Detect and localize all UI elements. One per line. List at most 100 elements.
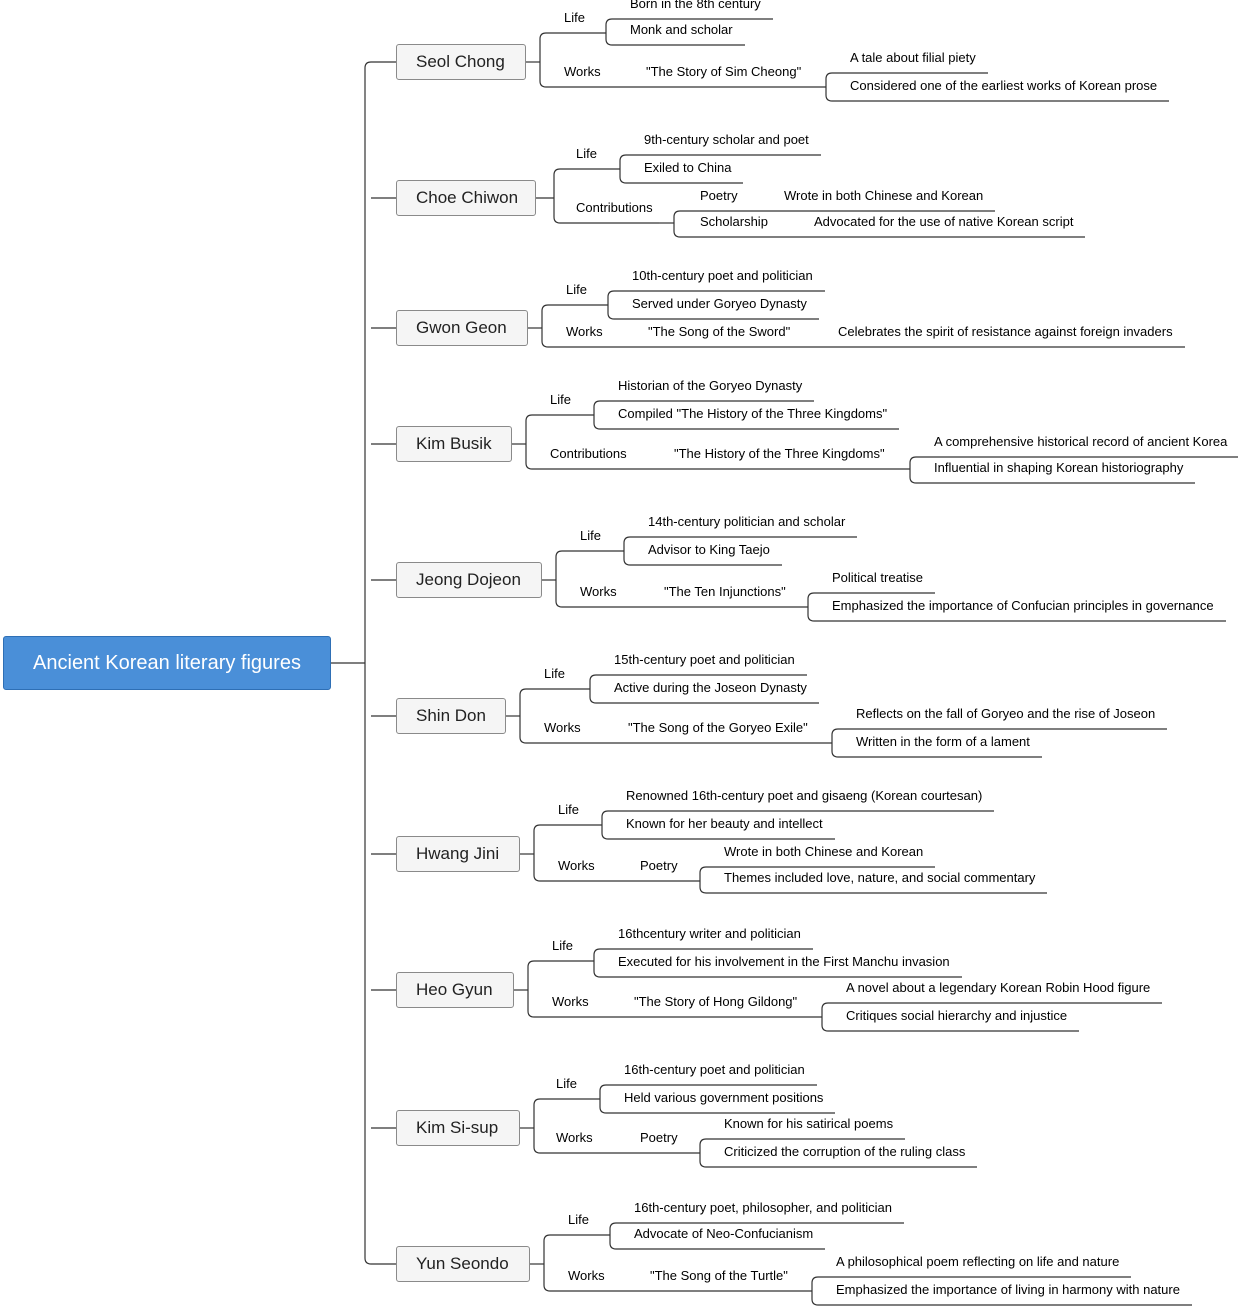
connector: [543, 1234, 551, 1292]
leaf-label[interactable]: 9th-century scholar and poet: [644, 132, 809, 147]
sub-branch-label[interactable]: "The Song of the Goryeo Exile": [628, 720, 808, 735]
leaf-label[interactable]: Served under Goryeo Dynasty: [632, 296, 807, 311]
leaf-label[interactable]: Known for his satirical poems: [724, 1116, 894, 1131]
root-topic[interactable]: Ancient Korean literary figures: [3, 636, 331, 690]
leaf-label[interactable]: 16th-century poet, philosopher, and poli…: [634, 1200, 893, 1215]
connector: [605, 18, 613, 46]
sub-branch-label[interactable]: Poetry: [640, 1130, 678, 1145]
leaf-label[interactable]: Influential in shaping Korean historiogr…: [934, 460, 1184, 475]
leaf-label[interactable]: Monk and scholar: [630, 22, 733, 37]
leaf-label[interactable]: Active during the Joseon Dynasty: [614, 680, 807, 695]
leaf-label[interactable]: Executed for his involvement in the Firs…: [618, 954, 950, 969]
branch-label-works[interactable]: Works: [564, 64, 601, 79]
connector: [593, 400, 601, 430]
figure-node[interactable]: Kim Si-sup: [396, 1110, 520, 1146]
sub-branch-label[interactable]: "The Story of Hong Gildong": [634, 994, 798, 1009]
figure-node[interactable]: Jeong Dojeon: [396, 562, 542, 598]
figure-node[interactable]: Choe Chiwon: [396, 180, 536, 216]
leaf-label[interactable]: Political treatise: [832, 570, 924, 585]
leaf-label[interactable]: Criticized the corruption of the ruling …: [724, 1144, 966, 1159]
branch-label-contributions[interactable]: Contributions: [550, 446, 627, 461]
leaf-label[interactable]: 16thcentury writer and politician: [618, 926, 801, 941]
connector: [364, 61, 372, 1265]
branch-label-life[interactable]: Life: [550, 392, 571, 407]
leaf-label[interactable]: Advocated for the use of native Korean s…: [814, 214, 1074, 229]
branch-label-life[interactable]: Life: [580, 528, 601, 543]
branch-label-works[interactable]: Works: [580, 584, 617, 599]
branch-label-life[interactable]: Life: [544, 666, 565, 681]
leaf-label[interactable]: Known for her beauty and intellect: [626, 816, 823, 831]
leaf-label[interactable]: A tale about filial piety: [850, 50, 976, 65]
connector: [825, 72, 833, 102]
connector: [519, 688, 527, 744]
leaf-label[interactable]: Themes included love, nature, and social…: [724, 870, 1036, 885]
connector: [607, 290, 615, 320]
leaf-label[interactable]: 16th-century poet and politician: [624, 1062, 805, 1077]
leaf-label[interactable]: 14th-century politician and scholar: [648, 514, 846, 529]
connector: [541, 304, 549, 348]
sub-branch-label[interactable]: "The Ten Injunctions": [664, 584, 786, 599]
sub-branch-label[interactable]: "The Story of Sim Cheong": [646, 64, 802, 79]
leaf-label[interactable]: Historian of the Goryeo Dynasty: [618, 378, 803, 393]
sub-branch-label[interactable]: Scholarship: [700, 214, 768, 229]
branch-label-life[interactable]: Life: [552, 938, 573, 953]
leaf-label[interactable]: Wrote in both Chinese and Korean: [784, 188, 984, 203]
leaf-label[interactable]: 15th-century poet and politician: [614, 652, 795, 667]
leaf-label[interactable]: Considered one of the earliest works of …: [850, 78, 1158, 93]
sub-branch-label[interactable]: Poetry: [640, 858, 678, 873]
connector: [525, 414, 533, 470]
leaf-label[interactable]: Celebrates the spirit of resistance agai…: [838, 324, 1173, 339]
connector: [533, 1098, 541, 1154]
leaf-label[interactable]: Written in the form of a lament: [856, 734, 1030, 749]
connector: [673, 210, 681, 238]
branch-label-life[interactable]: Life: [568, 1212, 589, 1227]
connector: [609, 1222, 617, 1250]
figure-node[interactable]: Seol Chong: [396, 44, 526, 80]
branch-label-life[interactable]: Life: [564, 10, 585, 25]
leaf-label[interactable]: A comprehensive historical record of anc…: [934, 434, 1228, 449]
sub-branch-label[interactable]: Poetry: [700, 188, 738, 203]
figure-node[interactable]: Heo Gyun: [396, 972, 514, 1008]
leaf-label[interactable]: Wrote in both Chinese and Korean: [724, 844, 924, 859]
figure-node[interactable]: Gwon Geon: [396, 310, 528, 346]
branch-label-works[interactable]: Works: [566, 324, 603, 339]
branch-label-life[interactable]: Life: [576, 146, 597, 161]
branch-label-works[interactable]: Works: [568, 1268, 605, 1283]
connector: [821, 1002, 829, 1032]
figure-node[interactable]: Shin Don: [396, 698, 506, 734]
branch-label-works[interactable]: Works: [558, 858, 595, 873]
branch-label-life[interactable]: Life: [556, 1076, 577, 1091]
leaf-label[interactable]: A philosophical poem reflecting on life …: [836, 1254, 1120, 1269]
figure-node[interactable]: Kim Busik: [396, 426, 512, 462]
leaf-label[interactable]: Born in the 8th century: [630, 0, 761, 11]
branch-label-life[interactable]: Life: [566, 282, 587, 297]
connector: [527, 960, 535, 1018]
branch-label-works[interactable]: Works: [552, 994, 589, 1009]
branch-label-life[interactable]: Life: [558, 802, 579, 817]
connector: [599, 1084, 607, 1114]
leaf-label[interactable]: Advisor to King Taejo: [648, 542, 770, 557]
leaf-label[interactable]: Held various government positions: [624, 1090, 824, 1105]
sub-branch-label[interactable]: "The Song of the Turtle": [650, 1268, 788, 1283]
leaf-label[interactable]: Renowned 16th-century poet and gisaeng (…: [626, 788, 983, 803]
branch-label-works[interactable]: Works: [544, 720, 581, 735]
leaf-label[interactable]: Critiques social hierarchy and injustice: [846, 1008, 1068, 1023]
branch-label-contributions[interactable]: Contributions: [576, 200, 653, 215]
leaf-label[interactable]: Reflects on the fall of Goryeo and the r…: [856, 706, 1156, 721]
sub-branch-label[interactable]: "The History of the Three Kingdoms": [674, 446, 885, 461]
connector: [601, 810, 609, 840]
leaf-label[interactable]: Compiled "The History of the Three Kingd…: [618, 406, 888, 421]
sub-branch-label[interactable]: "The Song of the Sword": [648, 324, 791, 339]
leaf-label[interactable]: Emphasized the importance of Confucian p…: [832, 598, 1214, 613]
connector: [909, 456, 917, 484]
leaf-label[interactable]: Emphasized the importance of living in h…: [836, 1282, 1180, 1297]
branch-label-works[interactable]: Works: [556, 1130, 593, 1145]
leaf-label[interactable]: Exiled to China: [644, 160, 732, 175]
connector: [593, 948, 601, 978]
connector: [533, 824, 541, 882]
figure-node[interactable]: Yun Seondo: [396, 1246, 530, 1282]
leaf-label[interactable]: 10th-century poet and politician: [632, 268, 813, 283]
leaf-label[interactable]: Advocate of Neo-Confucianism: [634, 1226, 814, 1241]
leaf-label[interactable]: A novel about a legendary Korean Robin H…: [846, 980, 1151, 995]
figure-node[interactable]: Hwang Jini: [396, 836, 520, 872]
